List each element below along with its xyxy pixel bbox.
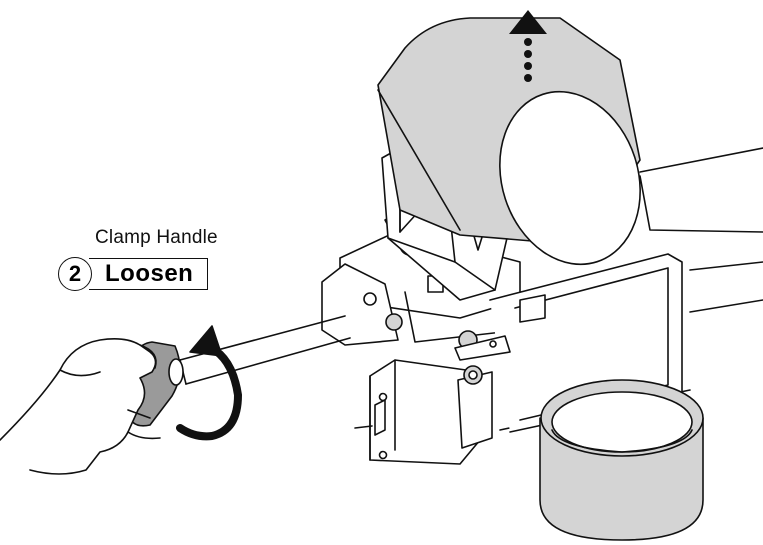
step-number-badge: 2 [58, 257, 92, 291]
upper-cylinder [377, 17, 641, 266]
clamp-body [354, 359, 493, 465]
hand [0, 338, 161, 475]
step-label: Loosen [89, 258, 209, 290]
up-arrow-icon [509, 10, 547, 82]
step-callout: 2 Loosen [58, 256, 209, 292]
bottom-ring [539, 379, 704, 541]
callout-caption: Clamp Handle [95, 227, 218, 248]
rotate-arrow-icon [176, 325, 242, 441]
